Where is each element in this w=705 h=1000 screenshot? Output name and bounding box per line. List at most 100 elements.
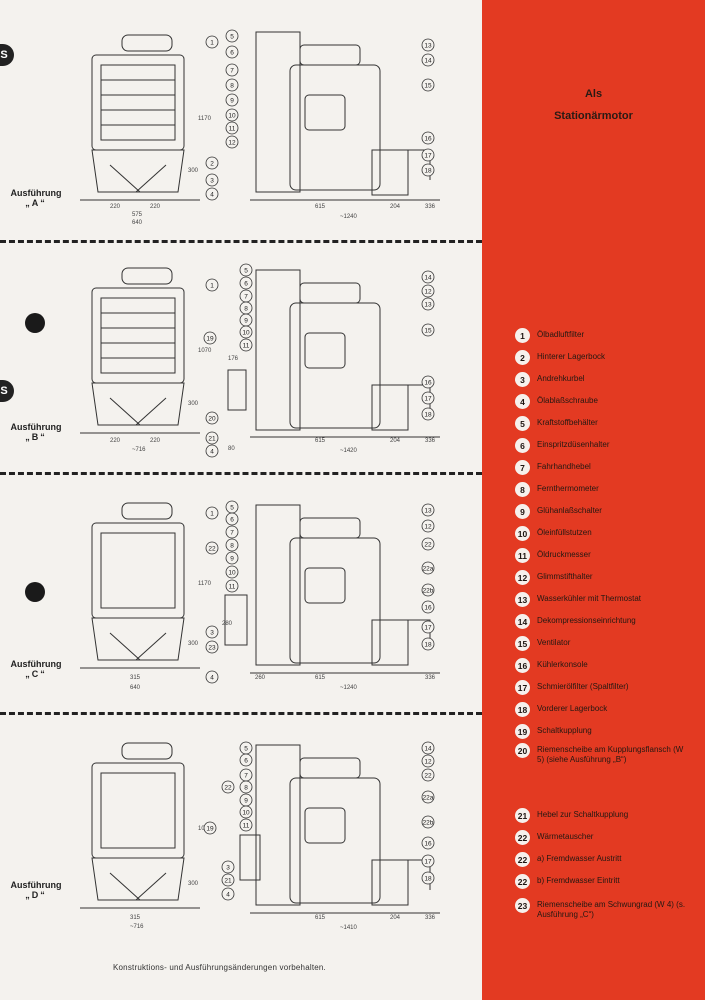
dim-label: ~1420 bbox=[340, 448, 358, 454]
callout-number: 22 bbox=[424, 773, 432, 780]
callout-circle bbox=[421, 600, 435, 614]
callout-number: 1 bbox=[210, 283, 214, 290]
dim-label: 220 bbox=[110, 204, 121, 210]
dim-label: ~1240 bbox=[340, 685, 358, 691]
legend-number: 12 bbox=[515, 570, 530, 585]
legend-number: 11 bbox=[515, 548, 530, 563]
legend-label: Kraftstoffbehälter bbox=[537, 418, 598, 427]
legend-item: 22 b) Fremdwasser Eintritt bbox=[515, 874, 687, 889]
callout-circle bbox=[205, 35, 219, 49]
legend-label: Ventilator bbox=[537, 638, 571, 647]
callout-circle bbox=[225, 579, 239, 593]
callout-number: 16 bbox=[424, 136, 432, 143]
dim-label: 220 bbox=[150, 204, 161, 210]
callout-number: 1 bbox=[210, 511, 214, 518]
legend-label: Ölablaßschraube bbox=[537, 396, 598, 405]
legend-number: 7 bbox=[515, 460, 530, 475]
callout-number: 6 bbox=[244, 758, 248, 765]
callout-number: 20 bbox=[208, 416, 216, 423]
footer-note: Konstruktions- und Ausführungsänderungen… bbox=[113, 963, 326, 972]
callout-number: 7 bbox=[230, 530, 234, 537]
callout-circle bbox=[421, 391, 435, 405]
dim-label: 336 bbox=[425, 438, 436, 444]
callout-circle bbox=[205, 411, 219, 425]
callout-circle bbox=[239, 263, 253, 277]
variant-label-b: Ausführung„B“ bbox=[10, 422, 62, 442]
legend-number: 23 bbox=[515, 898, 530, 913]
callout-circle bbox=[421, 148, 435, 162]
callout-number: 12 bbox=[424, 289, 432, 296]
right-panel: Als Stationärmotor bbox=[482, 0, 705, 1000]
callout-circle bbox=[239, 276, 253, 290]
dim-label: 315 bbox=[130, 675, 141, 681]
callout-number: 14 bbox=[424, 746, 432, 753]
callout-number: 22a bbox=[423, 566, 434, 573]
callout-number: 10 bbox=[228, 570, 236, 577]
legend-number: 20 bbox=[515, 743, 530, 758]
callout-circle bbox=[421, 620, 435, 634]
panel-heading-line1: Als bbox=[584, 88, 603, 100]
callout-number: 9 bbox=[230, 98, 234, 105]
callout-circle bbox=[421, 871, 435, 885]
dim-label: 575 bbox=[132, 212, 143, 218]
legend-number: 16 bbox=[515, 658, 530, 673]
callout-circle bbox=[421, 53, 435, 67]
part-callouts: 1234567891011121314151617181192021456789… bbox=[203, 29, 435, 901]
callout-number: 17 bbox=[424, 153, 432, 160]
callout-circle bbox=[421, 407, 435, 421]
legend-number: 22 bbox=[515, 874, 530, 889]
callout-number: 1 bbox=[210, 40, 214, 47]
callout-number: 5 bbox=[244, 268, 248, 275]
legend-number: 1 bbox=[515, 328, 530, 343]
legend-label: Kühlerkonsole bbox=[537, 660, 588, 669]
callout-number: 6 bbox=[230, 50, 234, 57]
callout-number: 19 bbox=[206, 826, 214, 833]
callout-number: 22 bbox=[424, 542, 432, 549]
legend-number: 22 bbox=[515, 852, 530, 867]
legend-label: Fernthermometer bbox=[537, 484, 599, 493]
callout-circle bbox=[421, 583, 435, 597]
legend-label: b) Fremdwasser Eintritt bbox=[537, 876, 620, 885]
callout-circle bbox=[203, 821, 217, 835]
section-separator bbox=[0, 240, 482, 243]
callout-number: 21 bbox=[224, 878, 232, 885]
callout-number: 18 bbox=[424, 876, 432, 883]
dim-label: 300 bbox=[188, 641, 199, 647]
dim-label: 1170 bbox=[198, 581, 212, 587]
callout-circle bbox=[239, 818, 253, 832]
callout-number: 12 bbox=[424, 759, 432, 766]
callout-number: 17 bbox=[424, 396, 432, 403]
dim-label: 204 bbox=[390, 915, 401, 921]
callout-number: 22 bbox=[208, 546, 216, 553]
callout-circle bbox=[239, 780, 253, 794]
legend-item: 16 Kühlerkonsole bbox=[515, 658, 687, 673]
variant-label-c: Ausführung„C“ bbox=[10, 659, 62, 679]
side-tab: S bbox=[0, 380, 14, 402]
legend-number: 19 bbox=[515, 724, 530, 739]
legend-label: Glimmstifthalter bbox=[537, 572, 593, 581]
dim-label: 1170 bbox=[198, 116, 212, 122]
callout-number: 17 bbox=[424, 625, 432, 632]
dim-label: 1070 bbox=[198, 348, 212, 354]
callout-number: 9 bbox=[230, 556, 234, 563]
legend-number: 6 bbox=[515, 438, 530, 453]
legend-label: Öldruckmesser bbox=[537, 550, 591, 559]
callout-number: 7 bbox=[244, 773, 248, 780]
callout-circle bbox=[205, 444, 219, 458]
callout-number: 13 bbox=[424, 302, 432, 309]
legend-number: 4 bbox=[515, 394, 530, 409]
callout-circle bbox=[421, 815, 435, 829]
callout-circle bbox=[205, 640, 219, 654]
dimension-labels-a: 220 220 575 640 615 204 336 ~1240 1170 3… bbox=[110, 116, 436, 226]
legend-label: Schmierölfilter (Spaltfilter) bbox=[537, 682, 629, 691]
callout-number: 5 bbox=[244, 746, 248, 753]
callout-circle bbox=[421, 637, 435, 651]
